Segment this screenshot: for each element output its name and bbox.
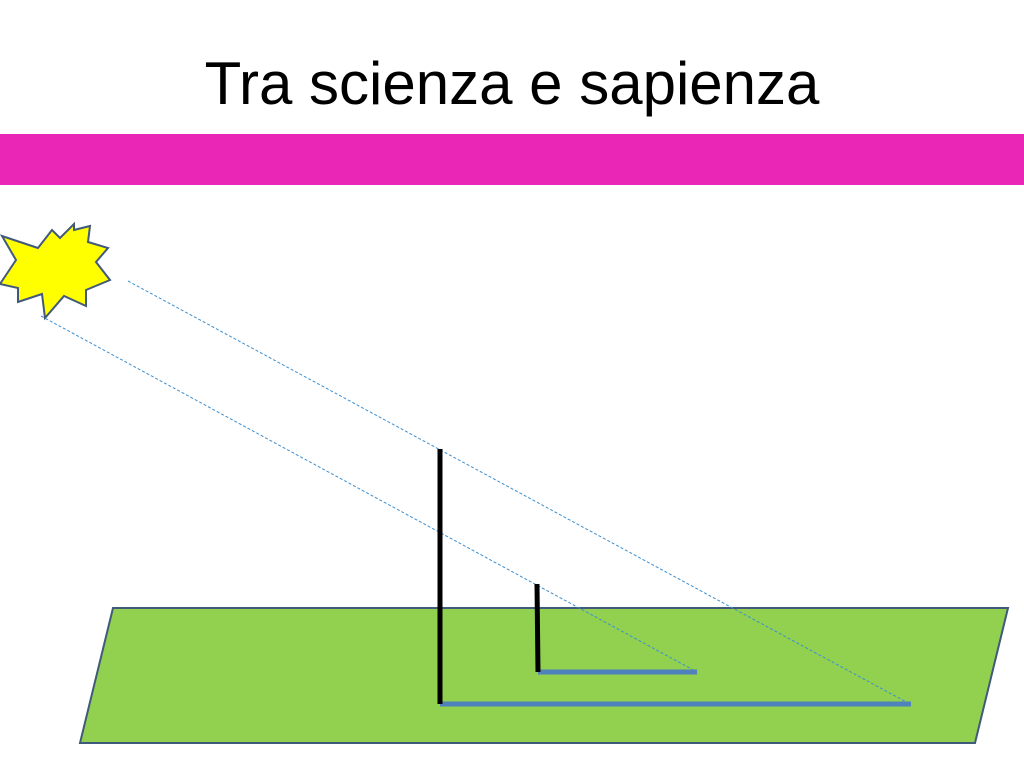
sun-burst-icon — [0, 221, 112, 321]
ground-plane — [78, 607, 1010, 744]
slide-title: Tra scienza e sapienza — [204, 50, 820, 117]
sun-ray-upper — [127, 280, 911, 705]
short-pole — [534, 583, 541, 673]
sun-ray-lower — [40, 315, 698, 673]
title-underline-band — [0, 134, 1024, 185]
